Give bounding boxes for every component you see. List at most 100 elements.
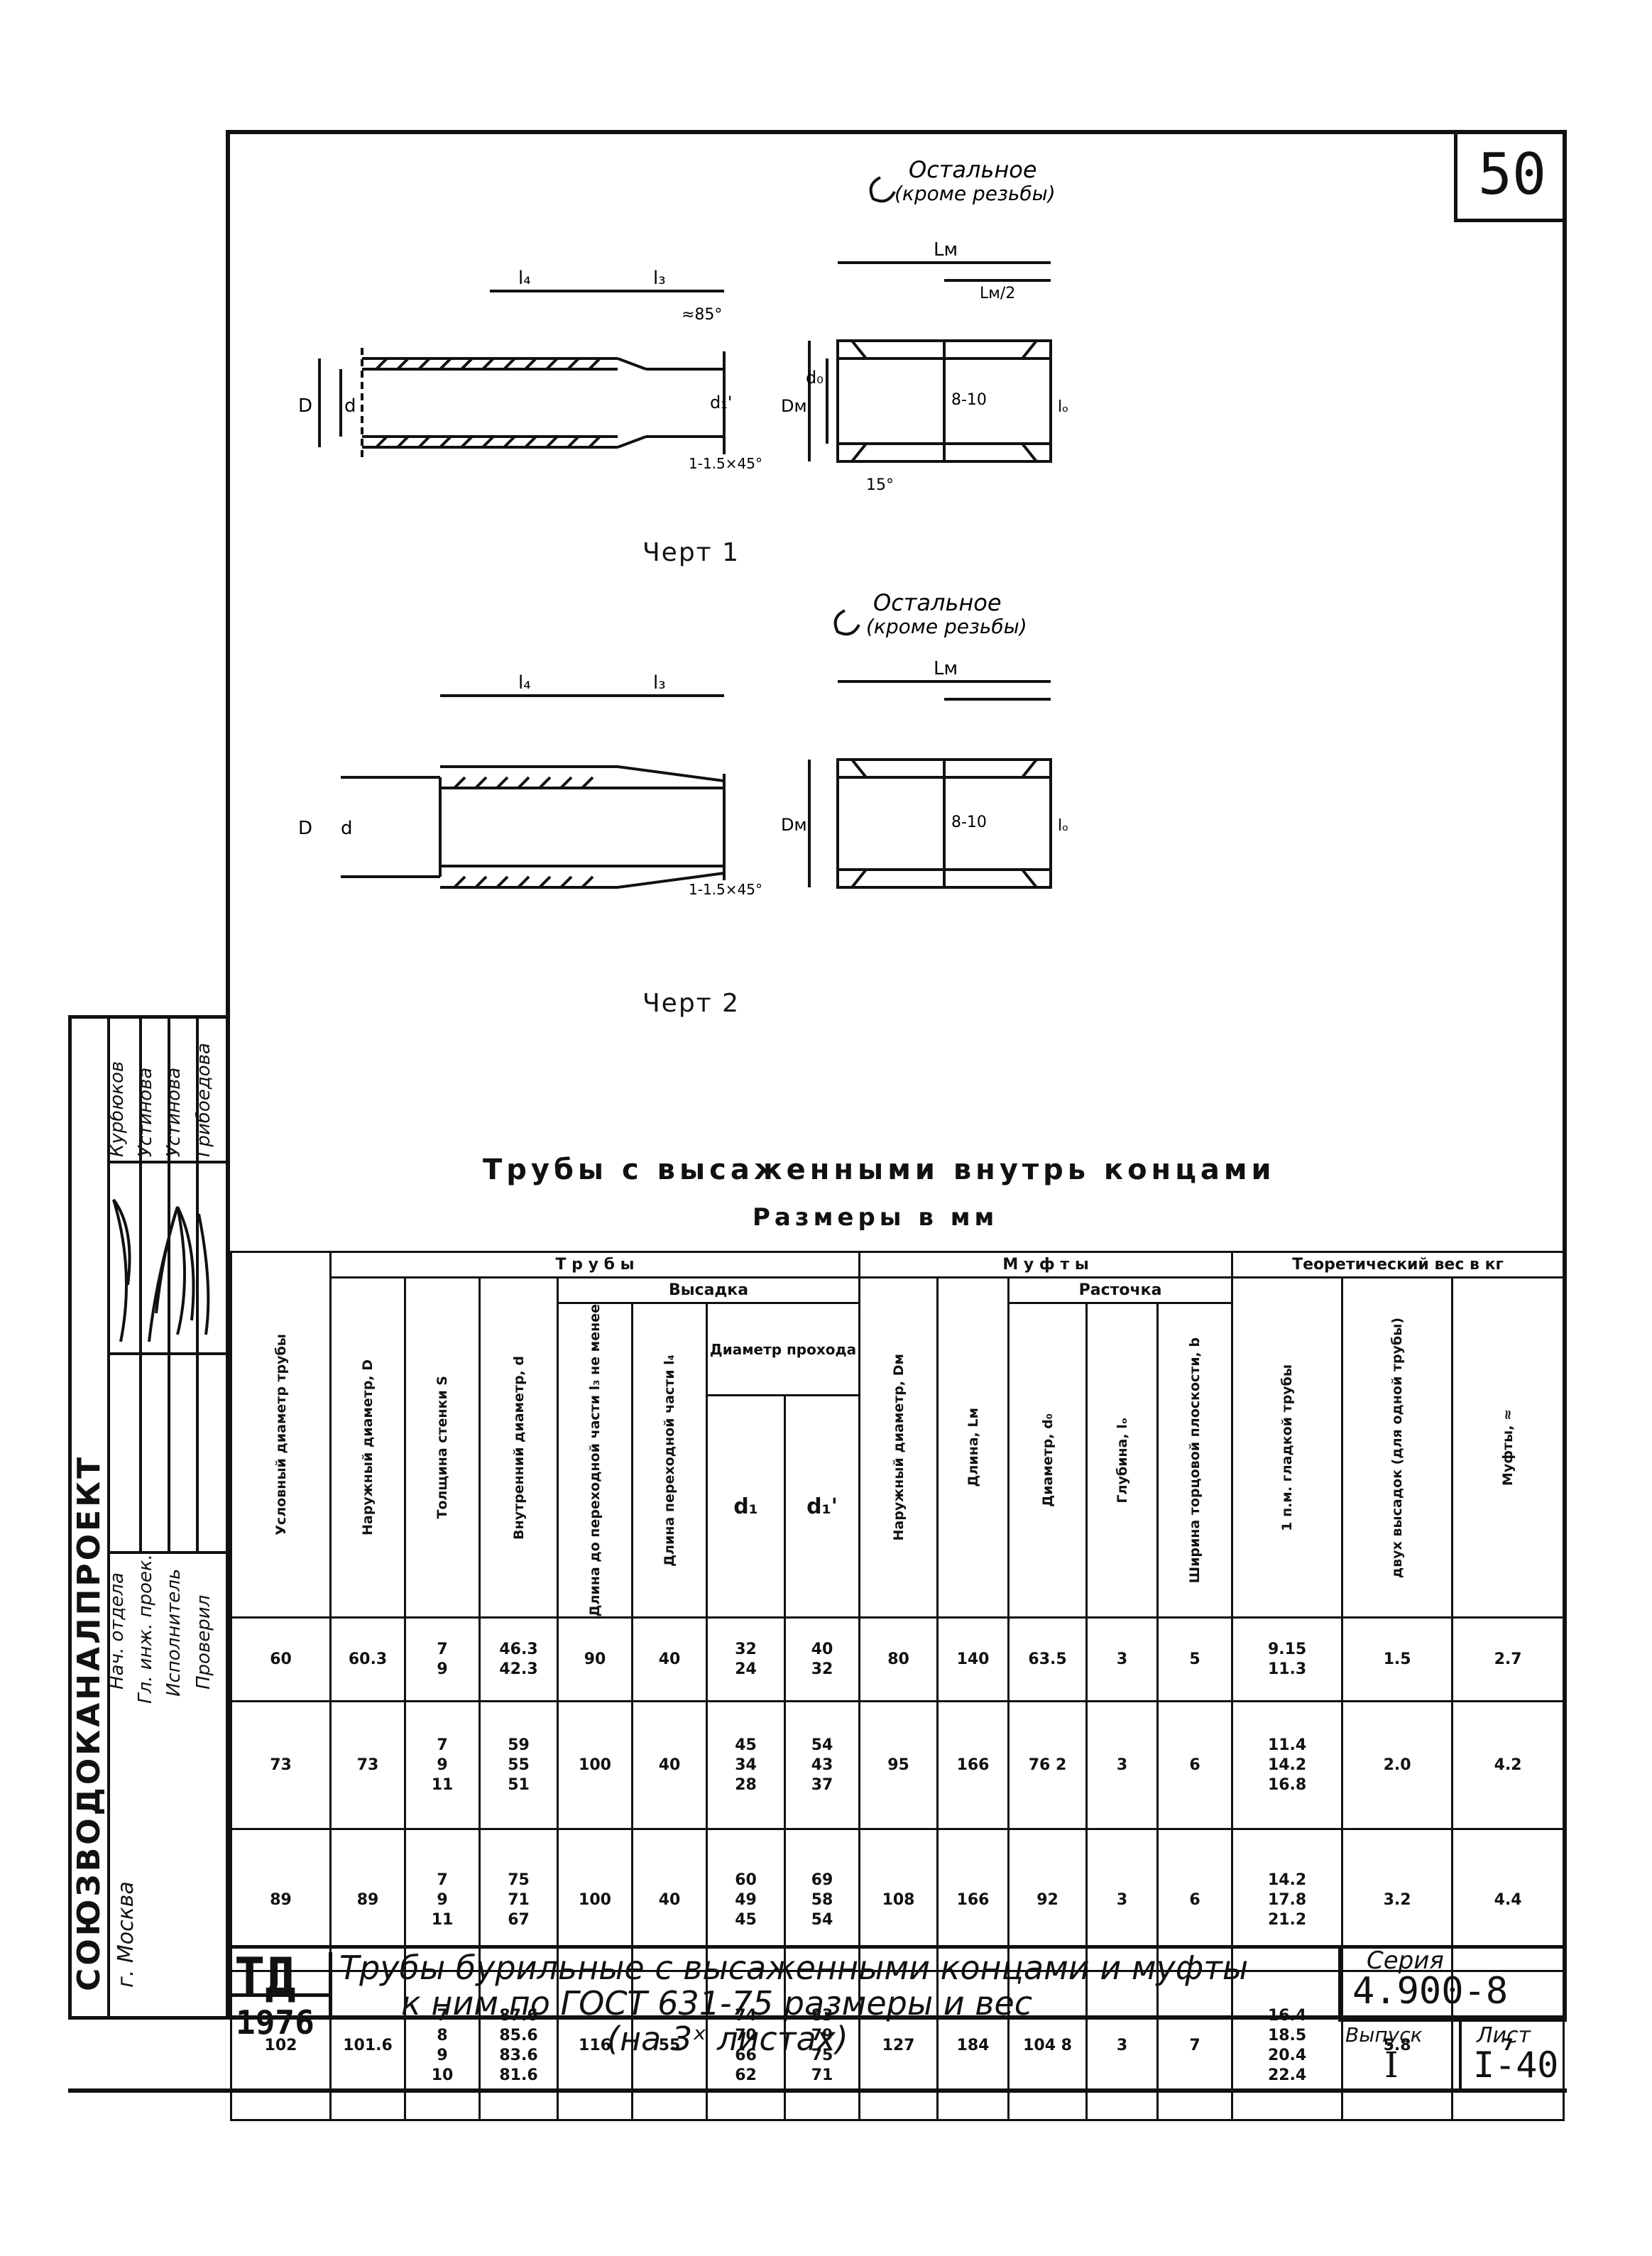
table-cell: 127 bbox=[858, 1970, 939, 2122]
column-header-label: двух высадок (для одной трубы) bbox=[1389, 1317, 1406, 1578]
table-cell: 166 bbox=[936, 1700, 1010, 1831]
label-l3: l₃ bbox=[653, 268, 666, 289]
label2-range: 8-10 bbox=[951, 814, 987, 831]
roughness-note-2-line1: Остальное bbox=[873, 589, 1002, 616]
role-0: Нач. отдела bbox=[106, 1572, 128, 1690]
col-header-lo: Глубина, lₒ bbox=[1085, 1301, 1159, 1619]
table-cell: 9.15 11.3 bbox=[1231, 1616, 1344, 1703]
year: 1976 bbox=[236, 2003, 314, 2042]
col-header-w3: Муфты, ≈ bbox=[1451, 1276, 1565, 1619]
column-header-label: Толщина стенки S bbox=[434, 1376, 450, 1520]
table-cell: 100 bbox=[557, 1700, 633, 1831]
label-lo: lₒ bbox=[1058, 398, 1068, 416]
table-cell: 7 bbox=[1156, 1970, 1234, 2122]
name-0: Курбюков bbox=[106, 1061, 128, 1157]
col-header-Dm: Наружный диаметр, Dм bbox=[858, 1276, 939, 1619]
label-D: D bbox=[298, 395, 312, 417]
table-cell: 101.6 bbox=[329, 1970, 406, 2122]
table-cell: 140 bbox=[936, 1616, 1010, 1703]
column-header-label: Наружный диаметр, Dм bbox=[890, 1354, 907, 1541]
table-cell: 104 8 bbox=[1007, 1970, 1088, 2122]
td-mark: ТД bbox=[234, 1946, 296, 2006]
page-number: 50 bbox=[1454, 130, 1567, 222]
table-cell: 7 8 9 10 bbox=[404, 1970, 481, 2122]
label2-lo: lₒ bbox=[1058, 817, 1068, 835]
label-angle: ≈85° bbox=[682, 306, 722, 324]
table-cell: 60 bbox=[230, 1616, 332, 1703]
label-Lm2: Lм/2 bbox=[980, 285, 1015, 302]
col-header-d1: d₁ bbox=[706, 1394, 786, 1619]
col-header-Lm: Длина, Lм bbox=[936, 1276, 1010, 1619]
role-3: Проверил bbox=[193, 1594, 214, 1690]
column-header-label: Ширина торцовой плоскости, b bbox=[1187, 1337, 1203, 1584]
table-cell: 59 55 51 bbox=[478, 1700, 559, 1831]
roughness-mark-icon bbox=[869, 176, 896, 203]
label2-D: D bbox=[298, 818, 312, 839]
column-header-label: Наружный диаметр, D bbox=[360, 1359, 376, 1536]
table-cell: 45 34 28 bbox=[706, 1700, 786, 1831]
role-2: Исполнитель bbox=[163, 1568, 185, 1697]
table-title: Трубы с высаженными внутрь концами bbox=[483, 1154, 1276, 1186]
table-cell: 46.3 42.3 bbox=[478, 1616, 559, 1703]
table-cell: 2.0 bbox=[1341, 1700, 1454, 1831]
table-cell: 6 bbox=[1156, 1700, 1234, 1831]
table-subtitle: Размеры в мм bbox=[753, 1203, 999, 1232]
label-15deg: 15° bbox=[866, 476, 894, 494]
column-header-label: Диаметр, d₀ bbox=[1039, 1413, 1056, 1508]
table-cell: 116 bbox=[557, 1970, 633, 2122]
table-cell: 32 24 bbox=[706, 1616, 786, 1703]
col-header-w1: 1 п.м. гладкой трубы bbox=[1231, 1276, 1344, 1619]
label2-Dm: Dм bbox=[781, 815, 807, 835]
column-header-label: Условный диаметр трубы bbox=[273, 1334, 289, 1536]
table-cell: 40 bbox=[631, 1616, 708, 1703]
table-cell: 16.4 18.5 20.4 22.4 bbox=[1231, 1970, 1344, 2122]
header-truby: Т р у б ы bbox=[329, 1251, 861, 1278]
signatures-image bbox=[112, 1198, 210, 1342]
label-d1p: d₁' bbox=[710, 393, 732, 412]
table-cell: 74 70 66 62 bbox=[706, 1970, 786, 2122]
drawing-1-pipe-and-coupling: Остальное (кроме резьбы) l₄ l₃ ≈85° D d … bbox=[298, 156, 1068, 494]
table-cell: 1.5 bbox=[1341, 1616, 1454, 1703]
table-cell: 7 9 11 bbox=[404, 1700, 481, 1831]
col-header-d1p: d₁' bbox=[783, 1394, 861, 1619]
label2-chamfer: 1-1.5×45° bbox=[689, 881, 762, 898]
name-1: Устинова bbox=[135, 1067, 156, 1157]
stamp-title-line1: Трубы бурильные с высаженными концами и … bbox=[339, 1949, 1249, 1987]
header-vysadka: Высадка bbox=[556, 1276, 861, 1304]
org-name: СОЮЗВОДОКАНАЛПРОЕКТ bbox=[71, 1454, 107, 1991]
table-cell: 95 bbox=[858, 1700, 939, 1831]
role-1: Гл. инж. проек. bbox=[135, 1554, 156, 1704]
header-rastochka: Расточка bbox=[1007, 1276, 1234, 1304]
col-header-w2: двух высадок (для одной трубы) bbox=[1341, 1276, 1454, 1619]
stamp-title-line2: к ним по ГОСТ 631-75 размеры и вес bbox=[401, 1984, 1032, 2022]
header-diam-prohoda: Диаметр прохода bbox=[705, 1301, 861, 1397]
label-d: d bbox=[344, 395, 356, 417]
label-chamfer: 1-1.5×45° bbox=[689, 455, 762, 472]
header-ves: Теоретический вес в кг bbox=[1231, 1251, 1565, 1278]
roughness-note-1-line2: (кроме резьбы) bbox=[895, 182, 1056, 205]
table-cell: 90 bbox=[557, 1616, 633, 1703]
col-header-D: Наружный диаметр, D bbox=[329, 1276, 406, 1619]
label2-l3: l₃ bbox=[653, 672, 666, 694]
title-block-top-line bbox=[226, 1945, 1567, 2020]
table-cell: 2.7 bbox=[1451, 1616, 1565, 1703]
td-box bbox=[226, 1952, 332, 2020]
col-header-l3: Длина до переходной части l₃ не менее bbox=[557, 1301, 633, 1619]
table-cell: 73 bbox=[230, 1700, 332, 1831]
label-Dm: Dм bbox=[781, 396, 807, 416]
table-cell: 3 bbox=[1085, 1970, 1159, 2122]
table-cell: 73 bbox=[329, 1700, 406, 1831]
table-cell: 55 bbox=[631, 1970, 708, 2122]
table-cell: 80 bbox=[858, 1616, 939, 1703]
series-label: Серия bbox=[1367, 1946, 1444, 1975]
col-header-d: Внутренний диаметр, d bbox=[478, 1276, 559, 1619]
table-cell: 5.8 bbox=[1341, 1970, 1454, 2122]
spec-table: Условный диаметр трубы Т р у б ы М у ф т… bbox=[230, 1250, 1565, 2122]
col-header-b: Ширина торцовой плоскости, b bbox=[1156, 1301, 1234, 1619]
series-value: 4.900-8 bbox=[1352, 1970, 1509, 2013]
drawing-2-pipe-and-coupling: Остальное (кроме резьбы) l₄ l₃ D d 1-1.5… bbox=[298, 589, 1068, 898]
sheet-value: I-40 bbox=[1473, 2044, 1559, 2086]
label2-Lm: Lм bbox=[934, 658, 958, 679]
table-cell: 3 bbox=[1085, 1700, 1159, 1831]
